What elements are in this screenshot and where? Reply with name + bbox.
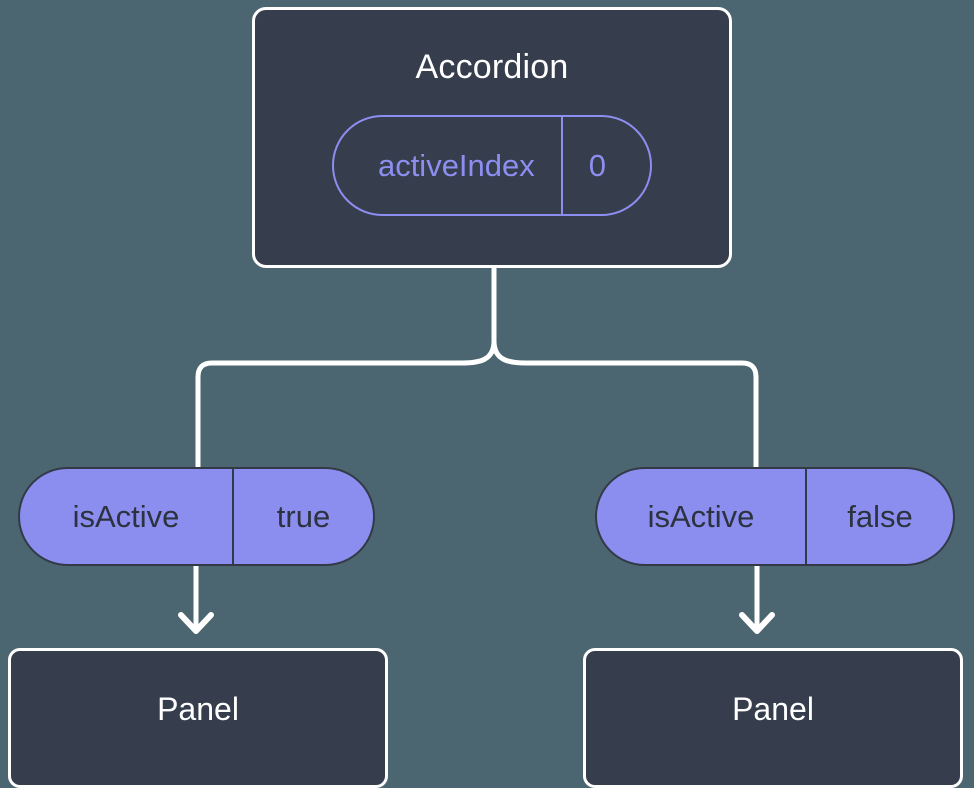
component-node-accordion[interactable]: Accordion activeIndex 0 xyxy=(252,7,732,268)
prop-pill-is-active-false[interactable]: isActive false xyxy=(595,467,955,566)
arrow-head-left xyxy=(178,612,214,634)
state-pill-divider xyxy=(560,117,563,214)
component-title-panel: Panel xyxy=(157,691,239,727)
prop-pill-divider xyxy=(232,469,234,564)
connector-branch-right xyxy=(491,338,759,470)
diagram-canvas: Accordion activeIndex 0 isActive true is… xyxy=(8,7,963,788)
component-title-panel: Panel xyxy=(732,691,814,727)
prop-pill-is-active-true[interactable]: isActive true xyxy=(18,467,375,566)
prop-pill-divider xyxy=(805,469,807,564)
connector-branch-left xyxy=(195,338,497,470)
prop-pill-key: isActive xyxy=(647,499,755,534)
state-pill-value: 0 xyxy=(588,148,607,183)
component-node-panel-left[interactable]: Panel xyxy=(8,648,388,788)
prop-pill-value: true xyxy=(276,499,331,534)
prop-pill-value: false xyxy=(847,499,913,534)
state-pill-key: activeIndex xyxy=(377,148,535,183)
component-node-panel-right[interactable]: Panel xyxy=(583,648,963,788)
component-title-accordion: Accordion xyxy=(415,48,569,86)
prop-pill-key: isActive xyxy=(72,499,180,534)
arrow-head-right xyxy=(739,612,775,634)
state-pill-active-index[interactable]: activeIndex 0 xyxy=(331,115,653,216)
